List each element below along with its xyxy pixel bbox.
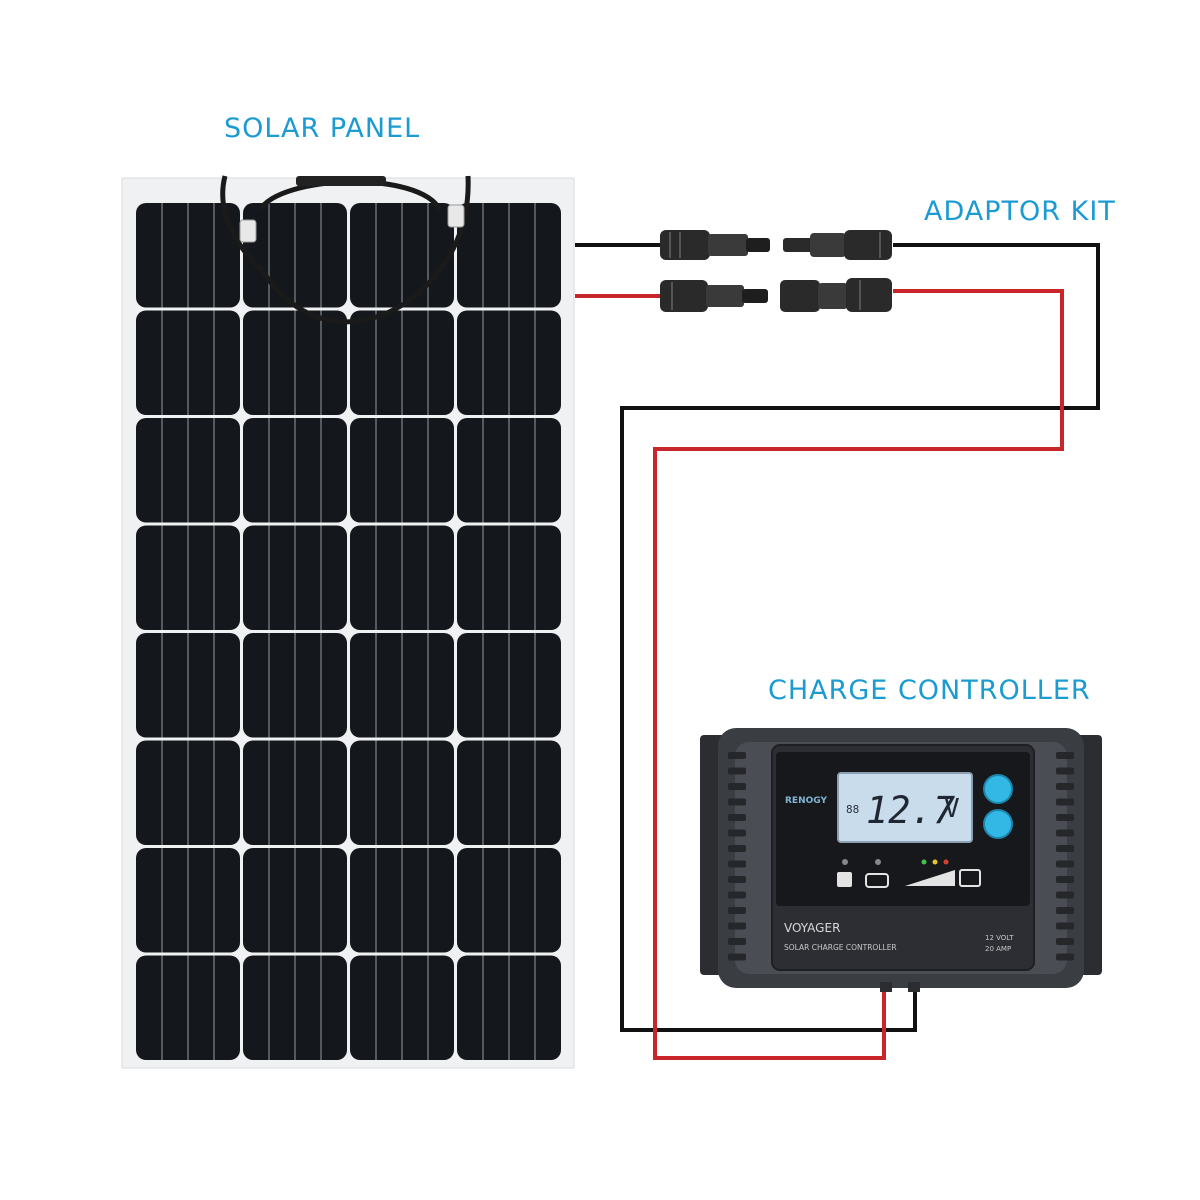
solar-panel — [121, 175, 575, 1069]
lcd-display — [837, 772, 973, 843]
charge-controller-label: CHARGE CONTROLLER — [768, 675, 1091, 706]
charge-controller: 88 12.7 V RENOGY VOYAGER SOLAR CHARGE CO… — [700, 728, 1102, 992]
solar-panel-label: SOLAR PANEL — [224, 113, 421, 144]
lcd-reading: 12.7 — [866, 789, 955, 832]
select-button[interactable] — [983, 809, 1013, 839]
model-name: VOYAGER — [784, 921, 840, 935]
lcd-prefix: 88 — [846, 803, 859, 816]
mc4-connector-bottom-left — [660, 280, 768, 312]
mc4-connector-bottom-right — [780, 278, 892, 312]
brand-logo: RENOGY — [785, 796, 827, 806]
mode-button[interactable] — [983, 774, 1013, 804]
model-subtitle: SOLAR CHARGE CONTROLLER — [784, 943, 897, 952]
positive-wire — [575, 289, 1064, 1060]
solar-cell-grid — [136, 203, 561, 1060]
adaptor-kit — [660, 230, 892, 312]
lcd-unit: V — [944, 794, 960, 824]
status-indicators — [837, 859, 981, 888]
heat-sink-fins — [728, 752, 1074, 961]
mc4-connector-top-right — [783, 230, 892, 260]
negative-wire — [575, 243, 1100, 1032]
spec-amp: 20 AMP — [985, 945, 1011, 953]
spec-voltage: 12 VOLT — [985, 934, 1014, 942]
panel-cable-loop — [220, 175, 471, 325]
mc4-connector-top-left — [660, 230, 770, 260]
adaptor-kit-label: ADAPTOR KIT — [924, 196, 1116, 227]
